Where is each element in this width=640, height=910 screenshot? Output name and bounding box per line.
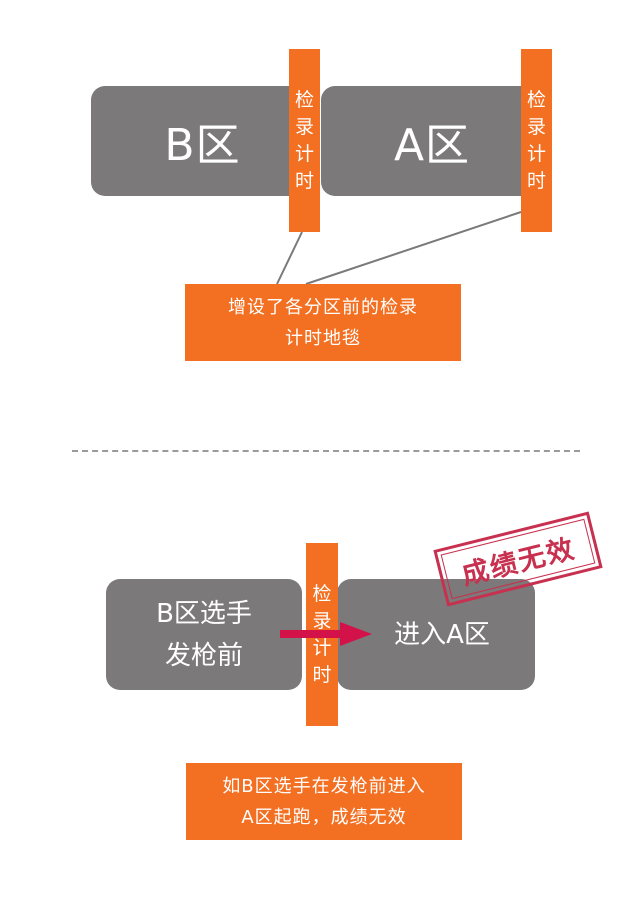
checkpoint-char: 时: [294, 169, 314, 192]
checkpoint-char: 计: [526, 142, 546, 165]
connector-line-2: [305, 211, 522, 285]
zone-a-label: A区: [393, 120, 471, 171]
zone-b-runners-line-2: 发枪前: [164, 640, 243, 671]
connector-line-1: [276, 231, 303, 285]
top-callout-line-1: 增设了各分区前的检录: [228, 296, 418, 318]
checkpoint-char: 检: [294, 88, 314, 111]
zone-b: B区: [91, 86, 314, 196]
bottom-callout-line-2: A区起跑，成绩无效: [241, 806, 407, 828]
zone-a: A区: [321, 86, 543, 196]
checkpoint-char: 计: [294, 142, 314, 165]
checkpoint-char: 时: [312, 663, 332, 686]
zone-b-runners: B区选手 发枪前: [106, 579, 302, 690]
checkpoint-char: 检: [526, 88, 546, 111]
zone-b-runners-line-1: B区选手: [156, 598, 252, 629]
checkpoint-char: 检: [312, 582, 332, 605]
top-callout-line-2: 计时地毯: [285, 327, 361, 349]
bottom-callout-line-1: 如B区选手在发枪前进入: [222, 775, 426, 797]
bottom-callout: 如B区选手在发枪前进入 A区起跑，成绩无效: [186, 763, 462, 840]
arrow-shaft: [280, 630, 342, 638]
checkpoint-char: 计: [312, 636, 332, 659]
checkpoint-mat-2: 检 录 计 时: [521, 49, 552, 232]
zone-b-label: B区: [164, 120, 241, 171]
checkpoint-char: 录: [526, 115, 546, 138]
checkpoint-char: 录: [312, 609, 332, 632]
checkpoint-mat-1: 检 录 计 时: [289, 49, 320, 232]
arrow-head-icon: [340, 622, 372, 646]
checkpoint-char: 时: [526, 169, 546, 192]
section-divider: [72, 450, 580, 452]
zone-a-entered-label: 进入A区: [394, 619, 490, 650]
top-callout: 增设了各分区前的检录 计时地毯: [185, 284, 461, 361]
checkpoint-char: 录: [294, 115, 314, 138]
